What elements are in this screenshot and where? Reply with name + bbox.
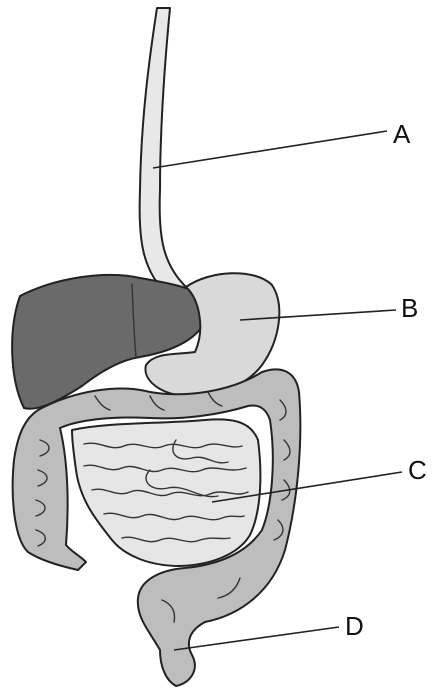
leader-line-a [153,131,387,168]
label-d: D [345,613,364,639]
label-c: C [408,457,427,483]
label-b: B [401,295,418,321]
label-a: A [393,121,410,147]
esophagus [140,8,186,297]
leader-line-d [174,627,339,650]
